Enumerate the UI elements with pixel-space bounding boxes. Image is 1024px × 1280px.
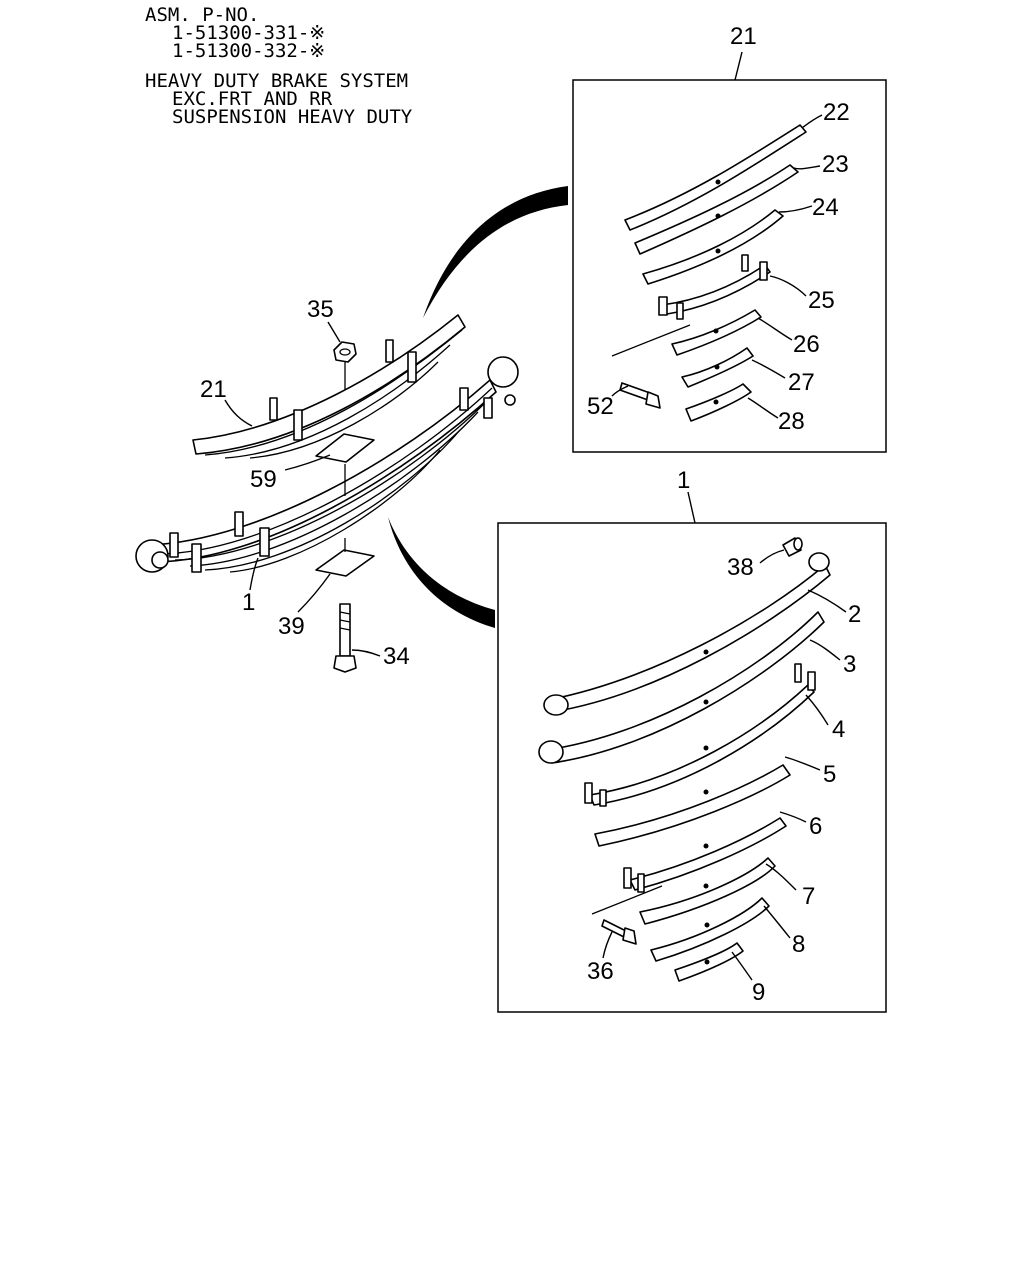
callout-27: 27: [788, 369, 815, 396]
callout-38: 38: [727, 554, 754, 581]
callout-52: 52: [587, 393, 614, 420]
callout-36: 36: [587, 958, 614, 985]
callout-39: 39: [278, 613, 305, 640]
leader-59: [284, 454, 331, 471]
callout-6: 6: [809, 813, 822, 840]
callout-7: 7: [802, 883, 815, 910]
leader-27: [751, 359, 786, 379]
leader-25: [769, 275, 807, 297]
detail-1-title: 1: [677, 467, 690, 494]
leader-26: [757, 317, 793, 341]
leader-23: [793, 165, 821, 170]
leader-box-1: [687, 491, 696, 524]
leader-35: [327, 321, 341, 343]
leader-box-21: [734, 51, 743, 81]
header-description-line-2: EXC.FRT AND RR: [172, 88, 333, 110]
callout-9: 9: [752, 979, 765, 1006]
callout-3: 3: [843, 651, 856, 678]
header-description-line-3: SUSPENSION HEAVY DUTY: [172, 106, 413, 128]
callout-8: 8: [792, 931, 805, 958]
callout-22: 22: [823, 99, 850, 126]
leader-21: [224, 399, 253, 427]
callout-59: 59: [250, 466, 277, 493]
detail-21-title: 21: [730, 23, 757, 50]
callout-35: 35: [307, 296, 334, 323]
header-description-line-1: HEAVY DUTY BRAKE SYSTEM: [145, 70, 409, 92]
callout-26: 26: [793, 331, 820, 358]
leader-2: [807, 589, 847, 613]
header-asm-label: ASM. P-NO.: [145, 4, 260, 26]
leader-9: [731, 951, 753, 981]
leader-39: [297, 573, 331, 613]
callout-23: 23: [822, 151, 849, 178]
leader-5: [784, 756, 821, 771]
detail-21-leaves: [611, 124, 807, 422]
leader-8: [763, 905, 791, 939]
callout-5: 5: [823, 761, 836, 788]
leader-22: [801, 114, 823, 129]
leader-7: [765, 863, 797, 891]
leader-52: [611, 385, 629, 397]
leader-34: [351, 649, 381, 657]
leader-4: [805, 694, 829, 726]
detail-1-leaves: [538, 537, 831, 982]
connector-swoosh-21: [423, 186, 568, 318]
leader-6: [779, 811, 807, 823]
leader-38: [759, 549, 785, 564]
callout-21: 21: [200, 376, 227, 403]
callout-24: 24: [812, 194, 839, 221]
leader-1: [249, 557, 259, 591]
leader-24: [778, 205, 813, 213]
callout-28: 28: [778, 408, 805, 435]
header-part-number-1: 1-51300-331-※: [172, 22, 326, 44]
callout-34: 34: [383, 643, 410, 670]
callout-25: 25: [808, 287, 835, 314]
header-part-number-2: 1-51300-332-※: [172, 40, 326, 62]
main-spring-assembly: [135, 314, 519, 673]
callout-1: 1: [242, 589, 255, 616]
callout-2: 2: [848, 601, 861, 628]
detail-box-1: [497, 522, 887, 1013]
leader-28: [747, 397, 779, 419]
connector-swoosh-1: [388, 517, 495, 628]
leader-36: [602, 931, 613, 959]
detail-box-21: [572, 79, 887, 453]
leader-3: [809, 639, 841, 661]
callout-4: 4: [832, 716, 845, 743]
